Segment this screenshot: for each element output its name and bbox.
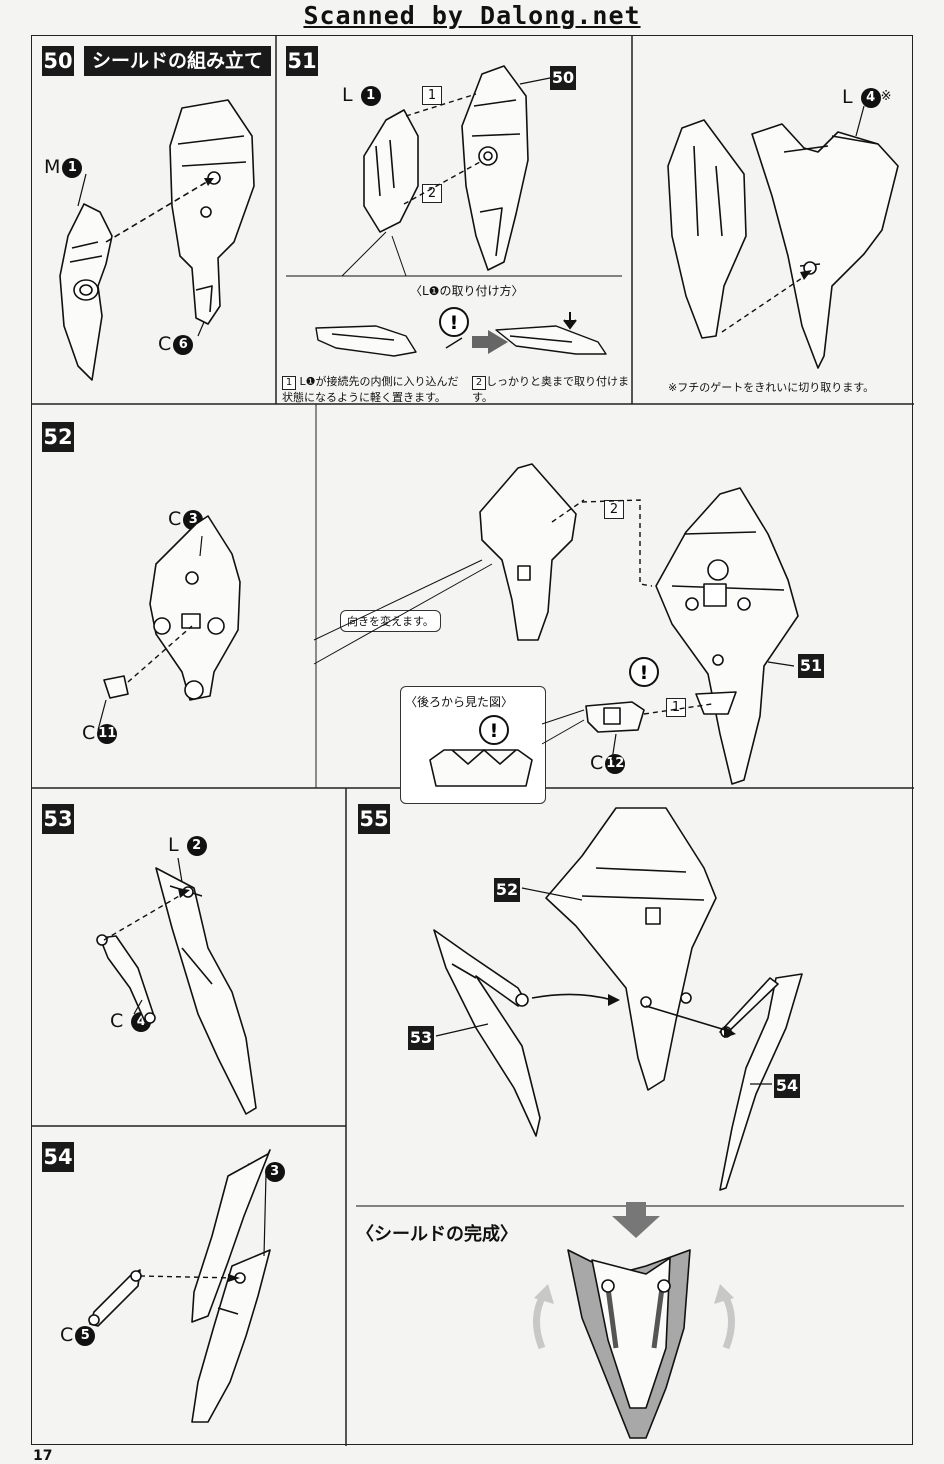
step-50-drawing [59, 99, 255, 381]
step-number: 51 [286, 46, 318, 76]
part-letter: L [342, 84, 353, 106]
step-54-drawing [88, 1149, 271, 1423]
instruction-2-text: しっかりと奥まで取り付けます。 [472, 375, 629, 404]
ref-step-52: 52 [494, 878, 520, 902]
step-51-right-drawing [667, 105, 899, 369]
part-number: 3 [264, 1161, 285, 1182]
svg-text:!: ! [490, 720, 499, 742]
gate-note: ※フチのゲートをきれいに切り取ります。 [668, 381, 875, 394]
part-note-mark: ※ [880, 89, 892, 104]
step-53-panel: 53 L 2 C 4 [32, 788, 346, 1126]
panel-grid-lines [32, 36, 914, 1446]
part-letter: C [82, 722, 96, 744]
part-number: 1 [360, 85, 381, 106]
step-53-drawing [96, 857, 257, 1115]
part-letter: M [44, 156, 61, 178]
svg-text:!: ! [640, 662, 649, 684]
part-letter: C [590, 752, 604, 774]
part-label-l2: L 2 [168, 834, 207, 856]
part-number: 12 [605, 753, 626, 774]
part-number: 1 [62, 157, 83, 178]
instruction-1-num: 1 [282, 376, 296, 390]
part-letter: L [168, 834, 179, 856]
part-letter: L [842, 86, 853, 108]
seq-2: 2 [604, 500, 624, 519]
ref-step-54: 54 [774, 1074, 800, 1098]
shield-complete-title: 〈シールドの完成〉 [356, 1224, 518, 1245]
back-view-title: 〈後ろから見た図〉 [405, 695, 514, 709]
watermark-prefix: Scanned by [303, 1, 481, 30]
part-letter: C [60, 1324, 74, 1346]
scanner-watermark: Scanned by Dalong.net [0, 0, 944, 32]
step-52-drawing: ! ! [97, 463, 799, 787]
ref-step-50: 50 [550, 66, 576, 90]
part-letter: C [158, 333, 172, 355]
part-number: 6 [173, 334, 194, 355]
svg-text:!: ! [450, 312, 459, 334]
step-55-drawing [356, 807, 904, 1439]
part-letter: C [168, 508, 182, 530]
ref-step-53: 53 [408, 1026, 434, 1050]
seq-1: 1 [666, 698, 686, 717]
part-number: 5 [75, 1325, 96, 1346]
ref-step-51: 51 [798, 654, 824, 678]
part-number: 4 [860, 87, 881, 108]
step-54-panel: 54 L 3 C5 [32, 1126, 346, 1446]
step-51-drawing: ! [286, 65, 622, 357]
step-number: 52 [42, 422, 74, 452]
sub-title-l1: 〈L❶の取り付け方〉 [410, 284, 524, 298]
seq-1: 1 [422, 86, 442, 105]
part-number: 11 [97, 723, 118, 744]
instruction-1: 1 L❶が接続先の内側に入り込んだ状態になるように軽く置きます。 [282, 374, 462, 405]
part-letter: C [110, 1010, 124, 1032]
step-51-right-panel: L 4※ ※フチのゲートをきれいに切り取ります。 [632, 36, 914, 404]
instruction-2-num: 2 [472, 376, 486, 390]
watermark-site: Dalong.net [480, 1, 641, 30]
step-number: 55 [358, 804, 390, 834]
page-number: 17 [33, 1448, 53, 1464]
step-52-panel: 52 C3 C11 C12 51 2 1 向きを変えます。 〈後ろから見た図〉 [32, 404, 914, 804]
step-number: 53 [42, 804, 74, 834]
step-55-panel: 55 52 53 54 〈シールドの完成〉 [346, 788, 914, 1446]
step-number: 50 [42, 46, 74, 76]
step-title: シールドの組み立て [84, 46, 272, 76]
instruction-1-text: L❶が接続先の内側に入り込んだ状態になるように軽く置きます。 [282, 375, 459, 404]
step-51-panel: 51 L 1 50 1 2 [276, 36, 632, 404]
part-number: 2 [186, 835, 207, 856]
part-label-l4: L 4※ [842, 86, 892, 108]
part-label-l1: L 1 [342, 84, 381, 106]
step-number: 54 [42, 1142, 74, 1172]
